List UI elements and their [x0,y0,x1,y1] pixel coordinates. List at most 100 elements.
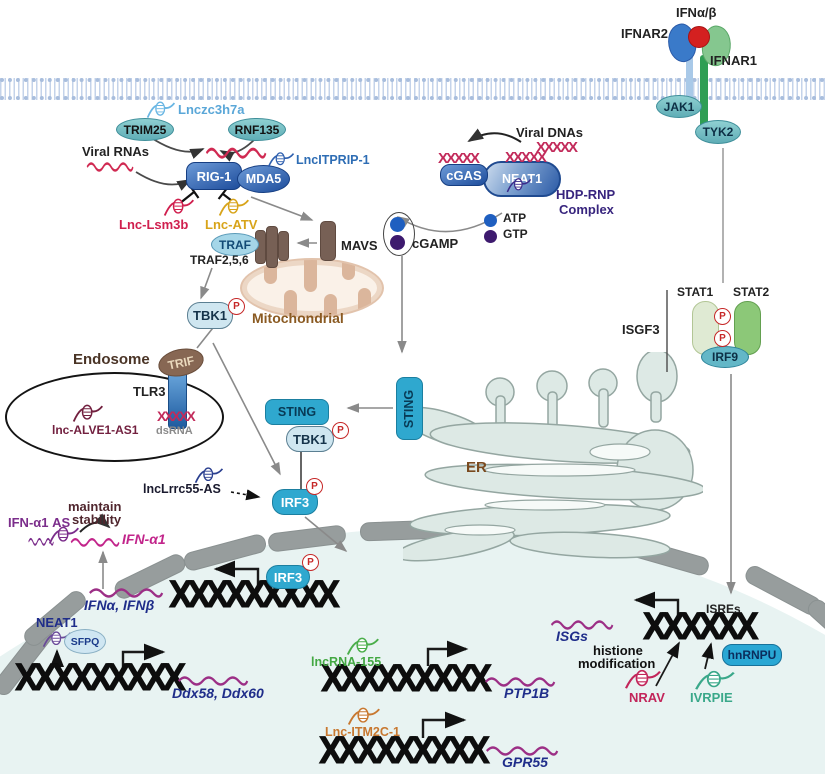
maintain-label-1: maintain [68,499,122,514]
phospho-badge: P [302,554,319,571]
ddx-gene-label: Ddx58, Ddx60 [172,685,264,701]
er-label: ER [466,459,487,476]
lnczc3h7a-hairpin-icon [146,99,176,120]
tyk2-protein: TYK2 [695,120,741,144]
sting-er-protein: STING [396,377,423,440]
dna-ddx-promoter: XXXXXXXXX [14,655,187,700]
gpr55-mrna-icon [485,744,559,756]
cgamp-atp-dot [390,217,405,232]
gtp-label: GTP [503,227,528,241]
gpr55-gene-label: GPR55 [502,754,548,770]
dna-ptp1b-promoter: XXXXXXXXX [320,656,493,701]
sfpq-protein: SFPQ [64,629,106,654]
endosome-vesicle [5,372,224,462]
dna-ifn-promoter: XXXXXXXXX [168,572,341,617]
mavs-aggregate [266,226,278,268]
tlr3-label: TLR3 [133,384,166,399]
ifn-a1-mrna-icon [70,536,120,547]
lnc-itm2c1-hairpin-icon [347,705,381,727]
viral-dna-icon: XXXXX [505,149,547,166]
lnclrrc55-hairpin-icon [194,465,224,485]
ifnar2-label: IFNAR2 [621,26,668,41]
lnc-alve1-as1-hairpin-icon [72,402,104,424]
ivrpie-hairpin-icon [694,668,736,692]
lncrna155-hairpin-icon [346,635,380,657]
neat1-hairpin-icon [506,176,532,194]
sting-er-label: STING [402,389,417,428]
irf3-nuclear-protein: IRF3 [266,565,310,589]
dsrna-label: dsRNA [156,425,193,437]
mavs-aggregate [278,231,289,261]
phospho-badge: P [228,298,245,315]
ifn-a1-as-label: IFN-α1 AS [8,515,71,530]
rig1-protein: RIG-1 [186,162,242,190]
mavs-protein [320,221,336,261]
viral-rna-icon [205,145,267,159]
mavs-label: MAVS [341,238,378,253]
endosome-label: Endosome [73,351,150,368]
atp-label: ATP [503,211,527,225]
plasma-membrane [0,78,825,100]
mitochondrial-label: Mitochondrial [252,310,344,326]
lncitprip1-label: LncITPRIP-1 [296,153,370,167]
ifnar1-stem [700,55,708,135]
cgamp-gtp-dot [390,235,405,250]
irf9-protein: IRF9 [701,346,749,368]
ifn-mrna-icon [88,586,164,598]
dna-gpr55-promoter: XXXXXXXXX [318,728,491,773]
rnf135-protein: RNF135 [228,118,286,141]
cgamp-label: cGAMP [412,236,459,251]
lnc-lsm3b-label: Lnc-Lsm3b [119,217,189,232]
cgamp-ring [383,212,415,256]
cgas-protein: cGAS [440,164,488,186]
traf256-label: TRAF2,5,6 [190,253,249,267]
tbk1-irf3-link [300,452,302,489]
hnrnpu-protein: hnRNPU [722,644,782,666]
traf-protein: TRAF [211,233,259,256]
ivrpie-label: IVRPIE [690,690,733,705]
tbk1-protein: TBK1 [187,302,233,329]
stat2-label: STAT2 [733,285,770,299]
stat1-label: STAT1 [677,285,714,299]
ifn-a1-label: IFN-α1 [122,531,166,547]
viral-dnas-label: Viral DNAs [516,125,583,140]
isgf3-label: ISGF3 [622,322,660,337]
lncitprip1-hairpin-icon [267,150,295,169]
ifn-ligand [688,26,710,48]
lnc-itm2c1-label: Lnc-ITM2C-1 [325,725,400,739]
hdp-rnp-label-2: Complex [559,202,614,217]
er-shape [403,352,703,562]
histone-label-1: histione [593,643,643,658]
ddx-mrna-icon [177,674,249,686]
ifn-a1-as-hairpin-icon [48,524,80,546]
neat1-nuclear-label: NEAT1 [36,615,78,630]
ifn-ligand-label: IFNα/β [676,5,717,20]
nrav-hairpin-icon [624,667,662,691]
ifnar2-stem [686,50,693,107]
mitochondrion [240,258,384,318]
trim25-protein: TRIM25 [116,118,174,141]
lnc-atv-hairpin-icon [218,196,250,218]
lncrna155-label: lncRNA-155 [311,655,382,669]
lnc-alve1-as1-label: lnc-ALVE1-AS1 [52,423,139,437]
atp-dot [484,214,497,227]
ptp1b-mrna-icon [484,675,556,687]
lnczc3h7a-label: Lnczc3h7a [178,102,245,117]
maintain-label-2: stability [72,512,122,527]
phospho-badge: P [714,330,731,347]
sting-protein: STING [265,399,329,425]
stat2-protein [734,301,761,355]
phospho-badge: P [332,422,349,439]
lnclrrc55-label: lncLrrc55-AS [143,482,221,496]
lnc-atv-label: Lnc-ATV [205,217,258,232]
dsrna-icon: XXXXX [157,408,196,424]
dna-isre: XXXXXX [642,604,760,649]
isres-label: ISREs [706,602,741,616]
isgs-label: ISGs [556,628,588,644]
hdp-rnp-label-1: HDP-RNP [556,187,616,202]
viral-rna-icon [86,160,134,172]
ifnar1-label: IFNAR1 [710,53,757,68]
histone-label-2: modification [578,656,656,671]
isgs-mrna-icon [550,618,614,630]
